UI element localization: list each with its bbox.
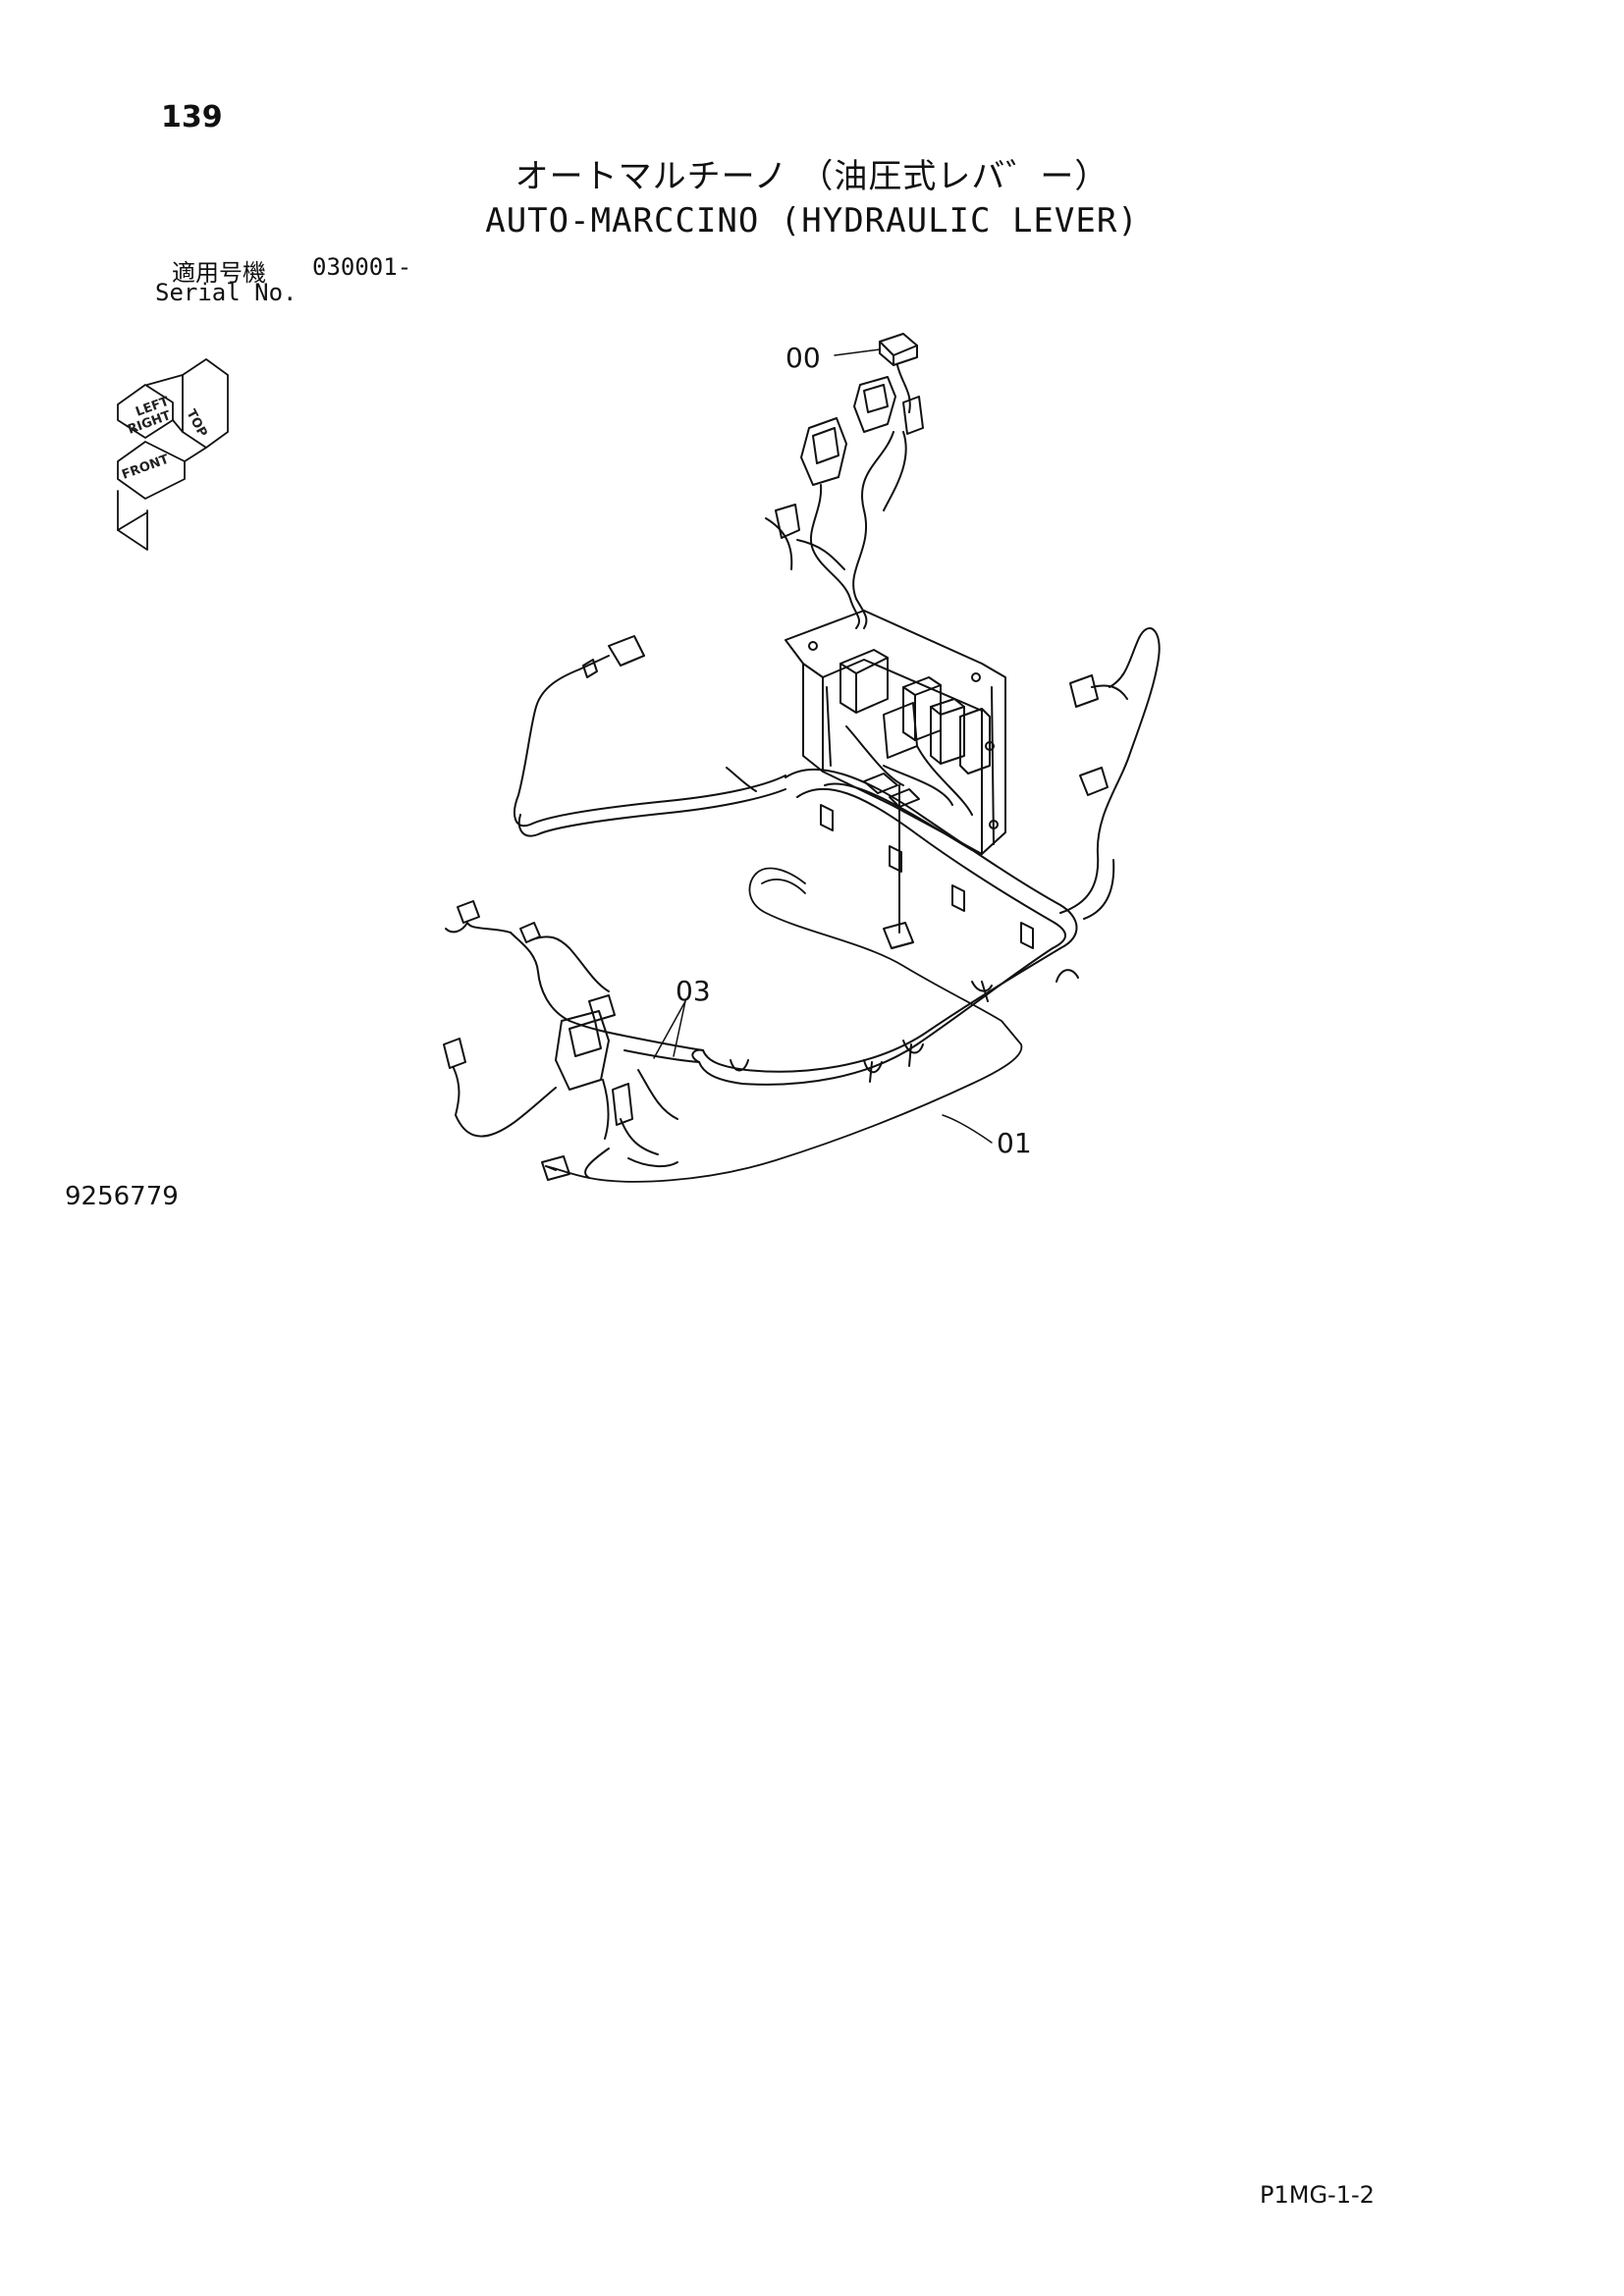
center-lead (883, 784, 914, 949)
serial-value: 030001- (312, 253, 412, 281)
page-code: P1MG-1-2 (1260, 2181, 1375, 2209)
leader-lines (653, 348, 993, 1144)
callout-01: 01 (997, 1127, 1032, 1159)
thin-loop-cable (545, 867, 1023, 1183)
callout-00: 00 (785, 342, 821, 374)
orientation-indicator: TOP FRONT RIGHT LEFT (117, 358, 229, 551)
title-english: AUTO-MARCCINO (HYDRAULIC LEVER) (485, 201, 1139, 240)
serial-label-japanese: 適用号機 (172, 259, 266, 287)
top-connector-cluster (765, 333, 924, 629)
title-japanese: オートマルチーノ （油圧式レバ゛ー） (514, 157, 1110, 196)
left-upper-harness-branch (514, 635, 786, 837)
right-harness-branch (1056, 627, 1161, 983)
main-harness-trunk (691, 768, 1078, 1086)
page-number: 139 (161, 100, 223, 134)
callout-03: 03 (676, 975, 711, 1007)
lower-left-harness (443, 900, 704, 1181)
serial-label-english: Serial No. (155, 279, 298, 306)
orientation-front-label: FRONT (120, 453, 171, 483)
drawing-number: 9256779 (65, 1182, 179, 1211)
relay-panel (785, 610, 1006, 855)
